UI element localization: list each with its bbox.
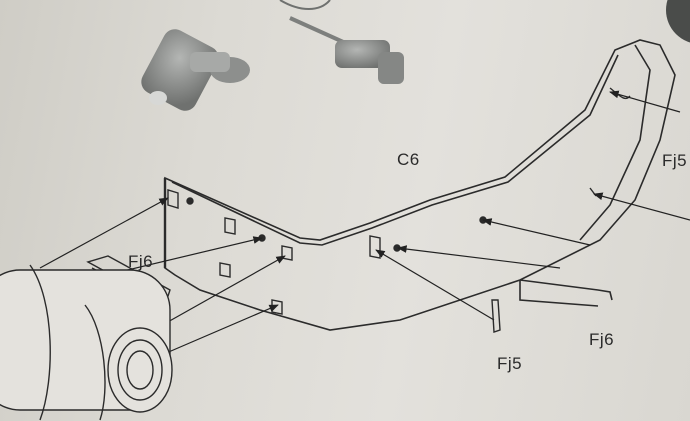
part-label-c6: C6	[397, 150, 420, 169]
resin-part-edge	[666, 0, 690, 43]
part-label-fj5-right: Fj5	[662, 151, 688, 170]
rolled-tarp-drawing	[0, 264, 173, 421]
assembly-arrows	[39, 90, 690, 361]
resin-part-seat-bracket	[279, 0, 404, 84]
part-label-fj5-bottom: Fj5	[497, 354, 523, 373]
part-label-fj6-left: Fj6	[128, 252, 154, 271]
resin-part-roll	[141, 29, 250, 111]
frame-c6	[163, 39, 676, 331]
part-label-fj6-right: Fj6	[589, 330, 615, 349]
